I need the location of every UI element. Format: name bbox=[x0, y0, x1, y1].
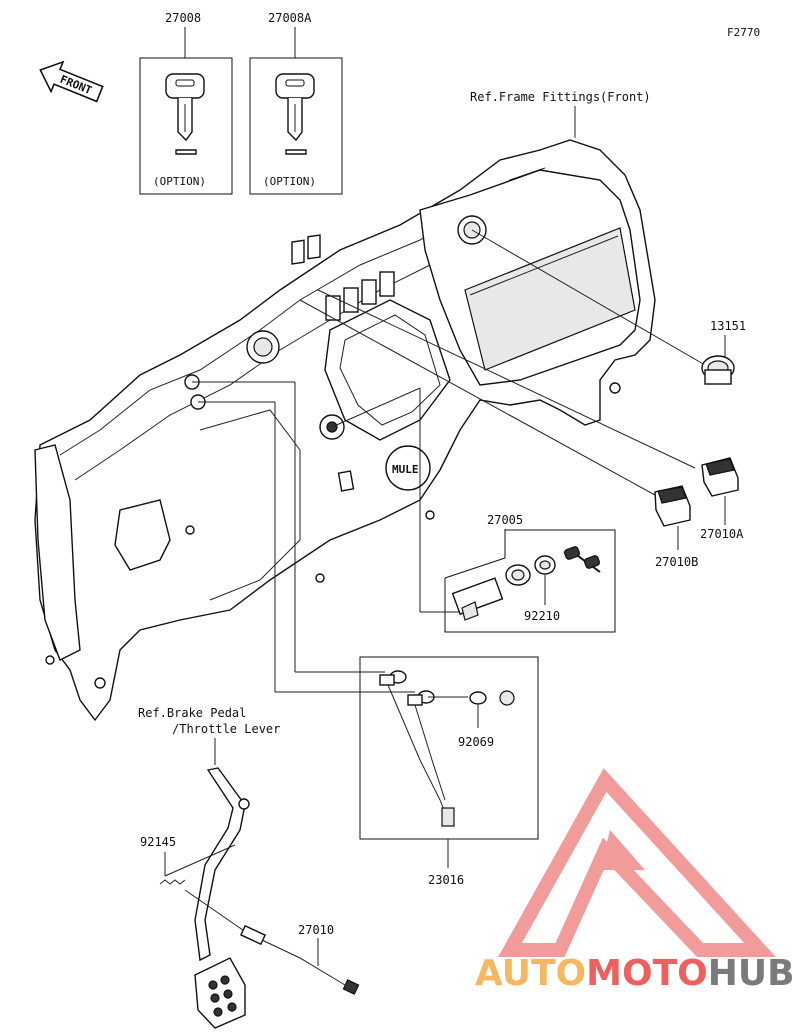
part-label-switch-a: 27010A bbox=[700, 527, 744, 541]
watermark-text: AUTOMOTOHUB bbox=[475, 953, 795, 994]
key-icon bbox=[275, 73, 315, 142]
part-label-brake-switch: 27010 bbox=[298, 923, 334, 937]
brake-pedal-assembly: 92145 27010 bbox=[140, 767, 360, 1029]
rocker-switch-a-part: 27010A bbox=[700, 457, 744, 541]
part-label-spring: 92145 bbox=[140, 835, 176, 849]
part-label-ignition: 27005 bbox=[487, 513, 523, 527]
ref-brake-pedal-line1: Ref.Brake Pedal bbox=[138, 706, 246, 720]
figure-code: F2770 bbox=[727, 26, 760, 39]
option-label-a: (OPTION) bbox=[153, 175, 206, 188]
part-label-key-a: 27008 bbox=[165, 11, 201, 25]
option-label-b: (OPTION) bbox=[263, 175, 316, 188]
part-label-cap: 92069 bbox=[458, 735, 494, 749]
part-label-harness: 23016 bbox=[428, 873, 464, 887]
watermark-logo bbox=[498, 768, 776, 957]
ref-frame-fittings: Ref.Frame Fittings(Front) bbox=[470, 90, 651, 104]
wire-harness-kit: 23016 92069 bbox=[359, 656, 539, 887]
part-label-key-b: 27008A bbox=[268, 11, 312, 25]
key-icon bbox=[563, 546, 601, 573]
ignition-switch-kit: 27005 92210 bbox=[444, 513, 616, 633]
key-icon bbox=[165, 73, 205, 142]
power-socket-part: 13151 bbox=[701, 319, 746, 385]
mule-logo-text: MULE bbox=[392, 463, 419, 476]
part-label-nut: 92210 bbox=[524, 609, 560, 623]
key-option-b: 27008A (OPTION) bbox=[249, 11, 343, 195]
ref-brake-pedal-line2: /Throttle Lever bbox=[172, 722, 280, 736]
part-label-switch-b: 27010B bbox=[655, 555, 698, 569]
leader-lines bbox=[192, 229, 706, 693]
key-option-a: 27008 (OPTION) bbox=[139, 11, 233, 195]
part-label-socket: 13151 bbox=[710, 319, 746, 333]
front-arrow-icon: FRONT bbox=[39, 60, 104, 103]
switch-slots bbox=[291, 234, 395, 321]
mule-logo: MULE bbox=[385, 445, 431, 491]
dashboard-panel: MULE bbox=[34, 139, 656, 722]
rocker-switch-b-part: 27010B bbox=[654, 485, 698, 569]
